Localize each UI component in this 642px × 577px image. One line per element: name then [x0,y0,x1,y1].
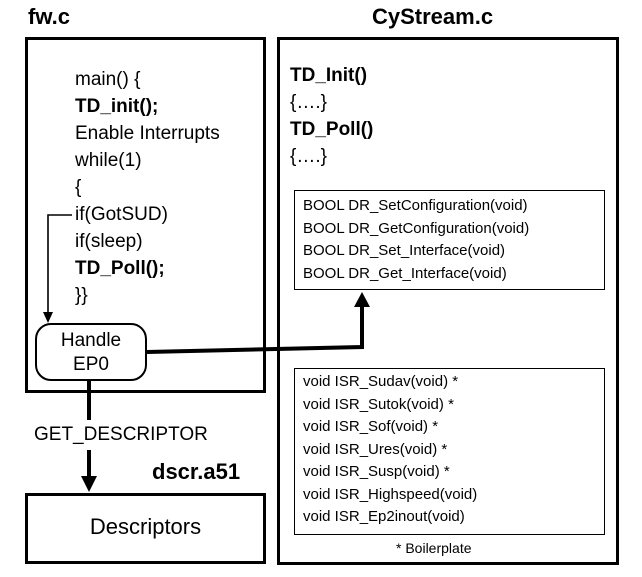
descriptors-arrowhead [81,476,97,492]
cystream-code-line: {….} [290,92,327,113]
fw-code-line: if(GotSUD) [75,204,168,225]
dr-function-line: BOOL DR_SetConfiguration(void) [303,197,528,214]
dr-function-line: BOOL DR_Get_Interface(void) [303,264,507,282]
fw-code-line: while(1) [75,150,142,171]
fw-c-box [25,37,266,393]
isr-function-line: void ISR_Sutok(void) * [303,395,454,413]
dr-functions-box: BOOL DR_SetConfiguration(void) BOOL DR_Ge… [294,190,605,290]
isr-function-line: void ISR_Sof(void) * [303,418,439,435]
cystream-code-line: {….} [290,146,327,167]
handle-ep0-node: Handle EP0 [35,323,147,381]
handle-to-dr-arrow [146,305,364,354]
cystream-file-title: CyStream.c [372,4,494,29]
handle-label: Handle [60,330,122,351]
isr-functions-box: void ISR_Sudav(void) * void ISR_Sutok(voi… [294,368,605,535]
fw-file-title: fw.c [28,4,70,29]
cystream-code-line: TD_Poll() [290,119,374,140]
descriptors-label: Descriptors [89,514,202,539]
isr-function-line: void ISR_Highspeed(void) [303,485,478,503]
cystream-code-line: TD_Init() [290,65,368,86]
fw-code-line: main() { [75,69,141,90]
boilerplate-footnote: * Boilerplate [396,540,472,556]
fw-code-line: }} [75,285,88,306]
get-descriptor-label: GET_DESCRIPTOR [34,424,208,445]
descriptors-box: Descriptors [25,493,266,564]
dr-arrowhead [354,292,370,307]
dr-function-line: BOOL DR_Set_Interface(void) [303,242,506,259]
isr-function-line: void ISR_Ures(void) * [303,440,448,458]
isr-function-line: void ISR_Sudav(void) * [303,373,459,390]
dr-functions-list: BOOL DR_SetConfiguration(void) BOOL DR_Ge… [303,195,529,285]
cystream-code-block: TD_Init() {….} TD_Poll() {….} [290,62,373,170]
isr-function-line: void ISR_Ep2inout(void) [303,508,465,525]
fw-code-line: Enable Interrupts [75,123,220,144]
gotsud-arrowhead [43,312,53,323]
fw-code-block: main() { TD_init(); Enable Interrupts while… [75,66,220,309]
dr-function-line: BOOL DR_GetConfiguration(void) [303,219,530,237]
dscr-file-title: dscr.a51 [152,459,241,484]
isr-function-line: void ISR_Susp(void) * [303,463,450,480]
cystream-c-box [277,37,619,565]
ep0-label: EP0 [73,354,109,375]
gotsud-to-handle-arrow [47,214,72,316]
fw-code-line: if(sleep) [75,231,143,252]
fw-code-line: TD_Poll(); [75,258,165,279]
fw-code-line: { [75,177,82,198]
fw-code-line: TD_init(); [75,96,159,117]
isr-functions-list: void ISR_Sudav(void) * void ISR_Sutok(voi… [303,371,477,529]
